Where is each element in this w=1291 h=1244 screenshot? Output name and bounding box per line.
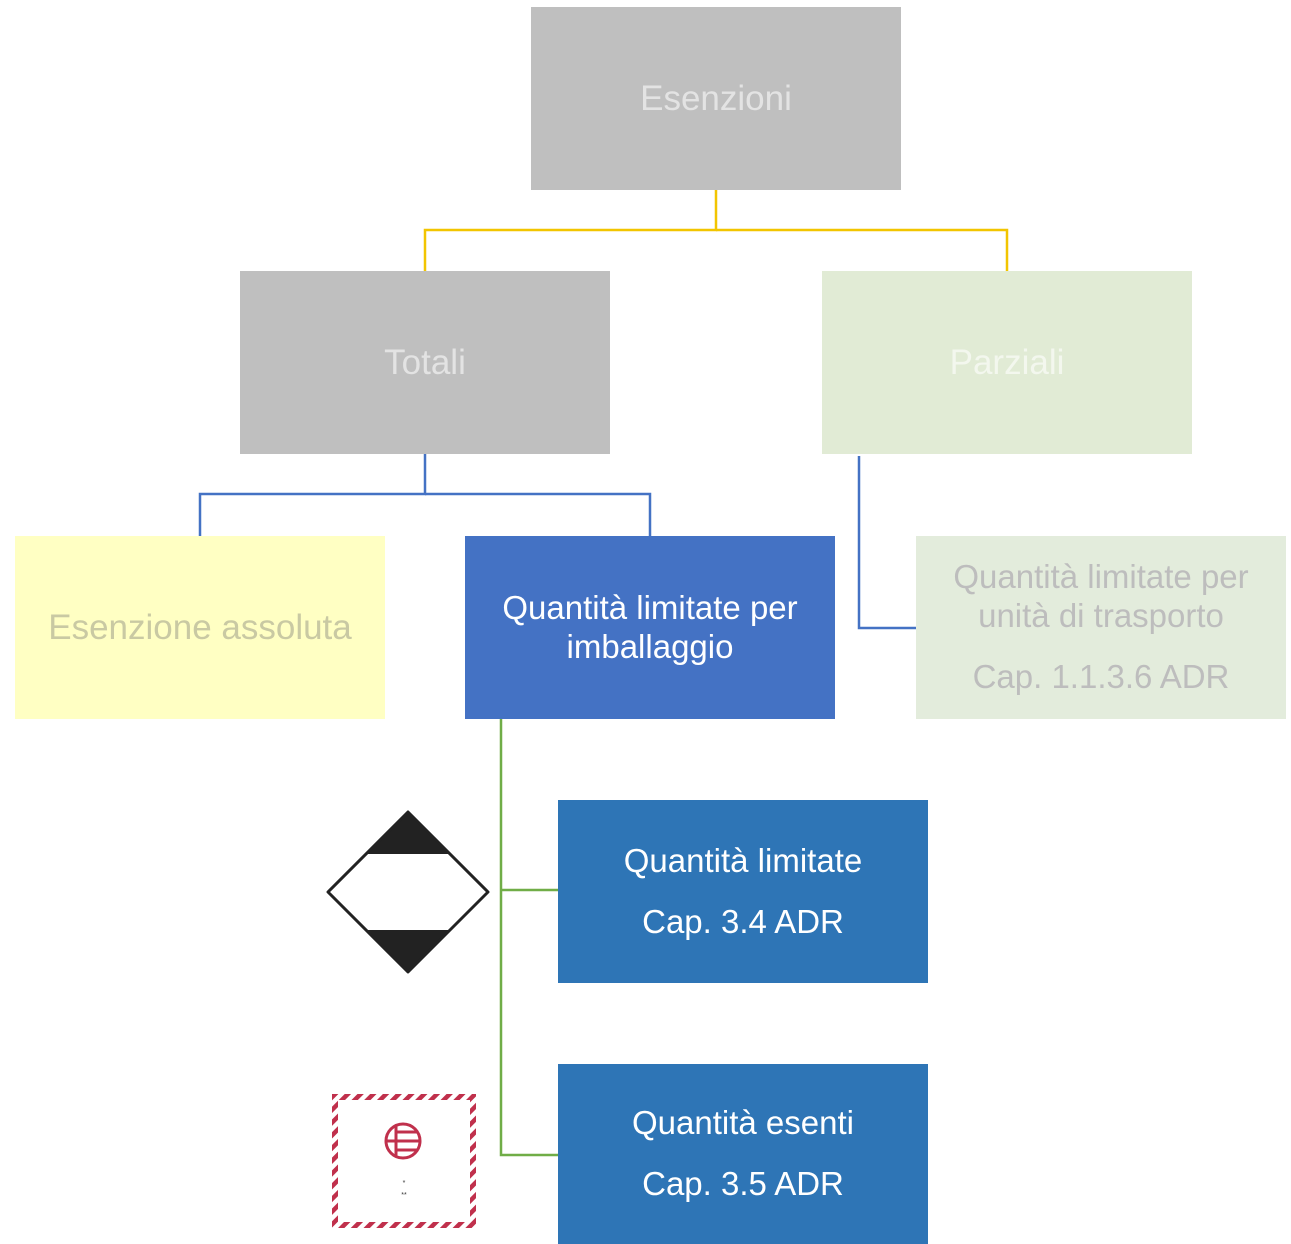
node-esenti-ref: Cap. 3.5 ADR bbox=[642, 1165, 844, 1202]
node-parziali: Parziali bbox=[822, 271, 1192, 454]
node-totali-label: Totali bbox=[384, 342, 466, 382]
node-esenti-label: Quantità esenti bbox=[632, 1104, 854, 1142]
node-imballaggio-line1: Quantità limitate per bbox=[502, 588, 798, 626]
node-trasporto-ref: Cap. 1.1.3.6 ADR bbox=[972, 657, 1230, 695]
eq-mark-star-1: * bbox=[403, 1180, 406, 1187]
node-esenzione-assoluta: Esenzione assoluta bbox=[15, 536, 385, 719]
node-esenzione-assoluta-label: Esenzione assoluta bbox=[48, 607, 352, 647]
connector-totali-right bbox=[425, 492, 652, 536]
connector-totali bbox=[198, 454, 427, 536]
node-quantita-limitate-trasporto: Quantità limitate per unità di trasporto… bbox=[916, 536, 1286, 719]
limited-quantity-mark-icon bbox=[326, 810, 490, 974]
node-esenzioni: Esenzioni bbox=[531, 7, 901, 190]
eq-mark-star-2: ** bbox=[401, 1192, 407, 1199]
node-trasporto-line1: Quantità limitate per bbox=[953, 558, 1249, 596]
connector-root bbox=[423, 190, 718, 271]
node-limitate-label: Quantità limitate bbox=[623, 841, 863, 879]
node-esenzioni-label: Esenzioni bbox=[640, 78, 792, 118]
connector-parziali bbox=[857, 456, 916, 630]
node-limitate-ref: Cap. 3.4 ADR bbox=[642, 902, 844, 940]
node-quantita-limitate: Quantità limitate Cap. 3.4 ADR bbox=[558, 800, 928, 983]
node-totali: Totali bbox=[240, 271, 610, 454]
node-parziali-label: Parziali bbox=[949, 342, 1065, 382]
connector-root-right bbox=[716, 228, 1009, 271]
node-trasporto-line2: unità di trasporto bbox=[978, 597, 1224, 635]
node-imballaggio-line2: imballaggio bbox=[566, 627, 734, 665]
connector-imballaggio bbox=[499, 719, 558, 1157]
excepted-quantity-mark-icon: * ** bbox=[332, 1094, 476, 1228]
node-quantita-esenti: Quantità esenti Cap. 3.5 ADR bbox=[558, 1064, 928, 1244]
node-quantita-limitate-imballaggio: Quantità limitate per imballaggio bbox=[465, 536, 835, 719]
